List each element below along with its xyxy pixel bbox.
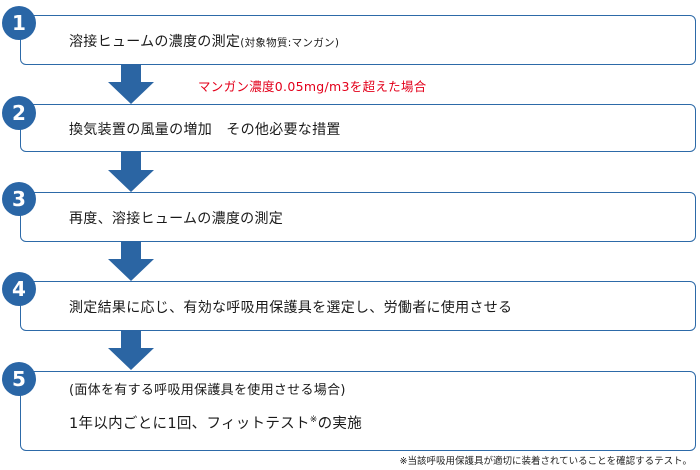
step-1-text: 溶接ヒュームの濃度の測定(対象物質:マンガン)	[69, 34, 340, 50]
arrow-down-icon	[108, 64, 154, 104]
step-5-box: (面体を有する呼吸用保護具を使用させる場合) 1年以内ごとに1回、フィットテスト…	[20, 371, 696, 451]
step-2-badge: 2	[2, 96, 36, 130]
step-5-text: 1年以内ごとに1回、フィットテスト※の実施	[69, 415, 363, 432]
step-3-badge: 3	[2, 182, 36, 216]
step-3-text: 再度、溶接ヒュームの濃度の測定	[69, 211, 284, 227]
arrow-down-icon	[108, 330, 154, 370]
step-2-text: 換気装置の風量の増加 その他必要な措置	[69, 122, 341, 138]
step-1-note: (対象物質:マンガン)	[240, 37, 340, 49]
step-5-badge: 5	[2, 362, 36, 396]
step-4-badge: 4	[2, 272, 36, 306]
step-4-text: 測定結果に応じ、有効な呼吸用保護具を選定し、労働者に使用させる	[69, 300, 513, 316]
condition-label: マンガン濃度0.05mg/m3を超えた場合	[198, 79, 427, 94]
footnote-mark: ※	[309, 415, 318, 426]
arrow-down-icon	[108, 241, 154, 281]
step-2-box: 換気装置の風量の増加 その他必要な措置	[20, 104, 696, 152]
footnote: ※当該呼吸用保護具が適切に装着されていることを確認するテスト。	[399, 456, 693, 467]
step-1-badge: 1	[2, 6, 36, 40]
step-3-box: 再度、溶接ヒュームの濃度の測定	[20, 192, 696, 242]
step-5-condition: (面体を有する呼吸用保護具を使用させる場合)	[69, 383, 346, 398]
arrow-down-icon	[108, 152, 154, 192]
step-1-box: 溶接ヒュームの濃度の測定(対象物質:マンガン)	[20, 15, 696, 65]
step-4-box: 測定結果に応じ、有効な呼吸用保護具を選定し、労働者に使用させる	[20, 281, 696, 331]
